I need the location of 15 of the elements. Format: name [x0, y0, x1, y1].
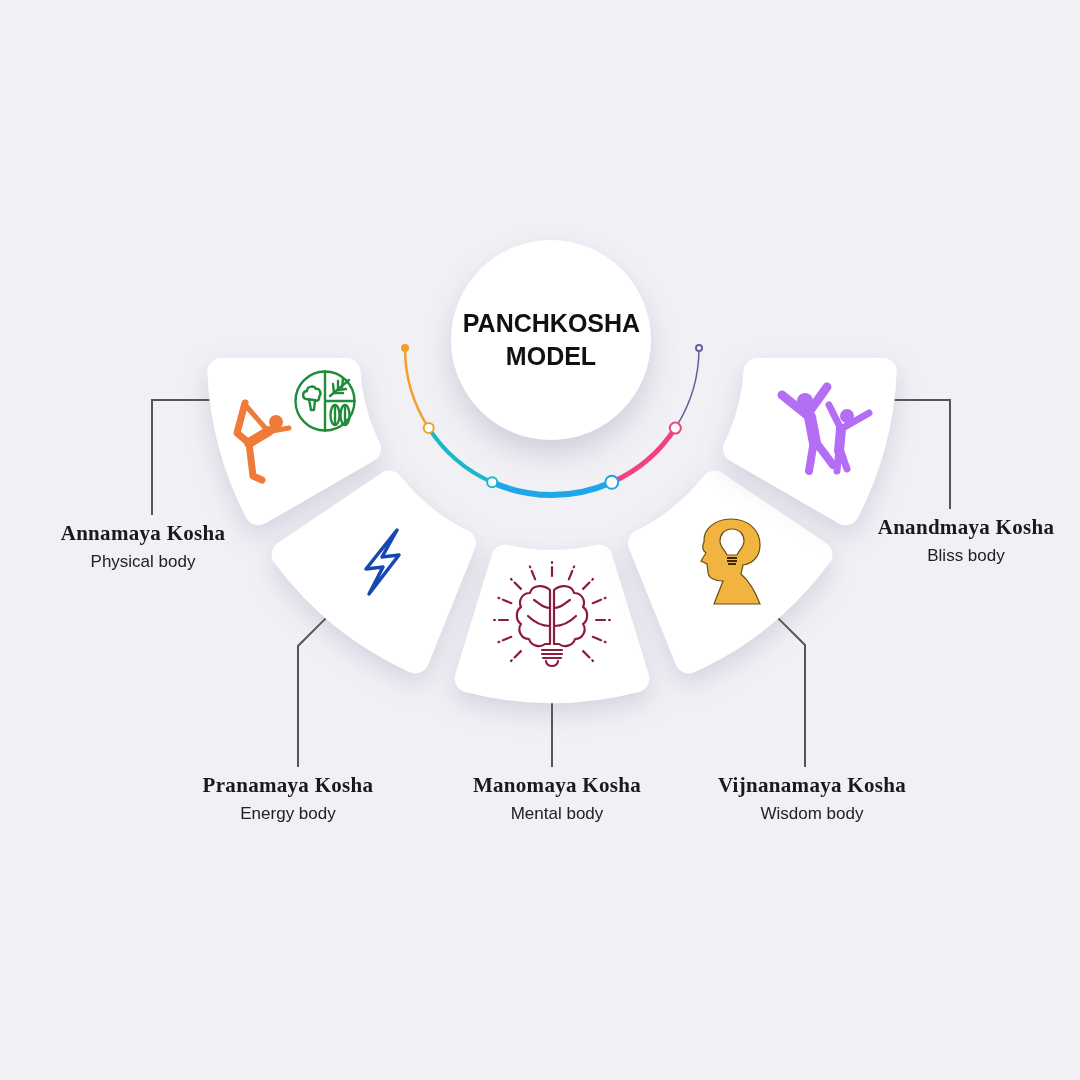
kosha-name: Vijnanamaya Kosha [717, 773, 907, 797]
kosha-name: Anandmaya Kosha [877, 515, 1055, 539]
kosha-subtitle: Mental body [510, 803, 604, 824]
kosha-subtitle: Bliss body [927, 545, 1005, 566]
kosha-name: Manomaya Kosha [472, 773, 642, 797]
leader-line [151, 399, 211, 516]
kosha-name: Annamaya Kosha [60, 521, 226, 545]
kosha-name: Pranamaya Kosha [202, 773, 374, 797]
leader-line [893, 399, 951, 510]
kosha-subtitle: Physical body [90, 551, 196, 572]
kosha-subtitle: Wisdom body [760, 803, 864, 824]
leader-line [297, 617, 327, 768]
leader-line [777, 617, 806, 768]
leader-line [551, 702, 553, 768]
kosha-subtitle: Energy body [240, 803, 336, 824]
